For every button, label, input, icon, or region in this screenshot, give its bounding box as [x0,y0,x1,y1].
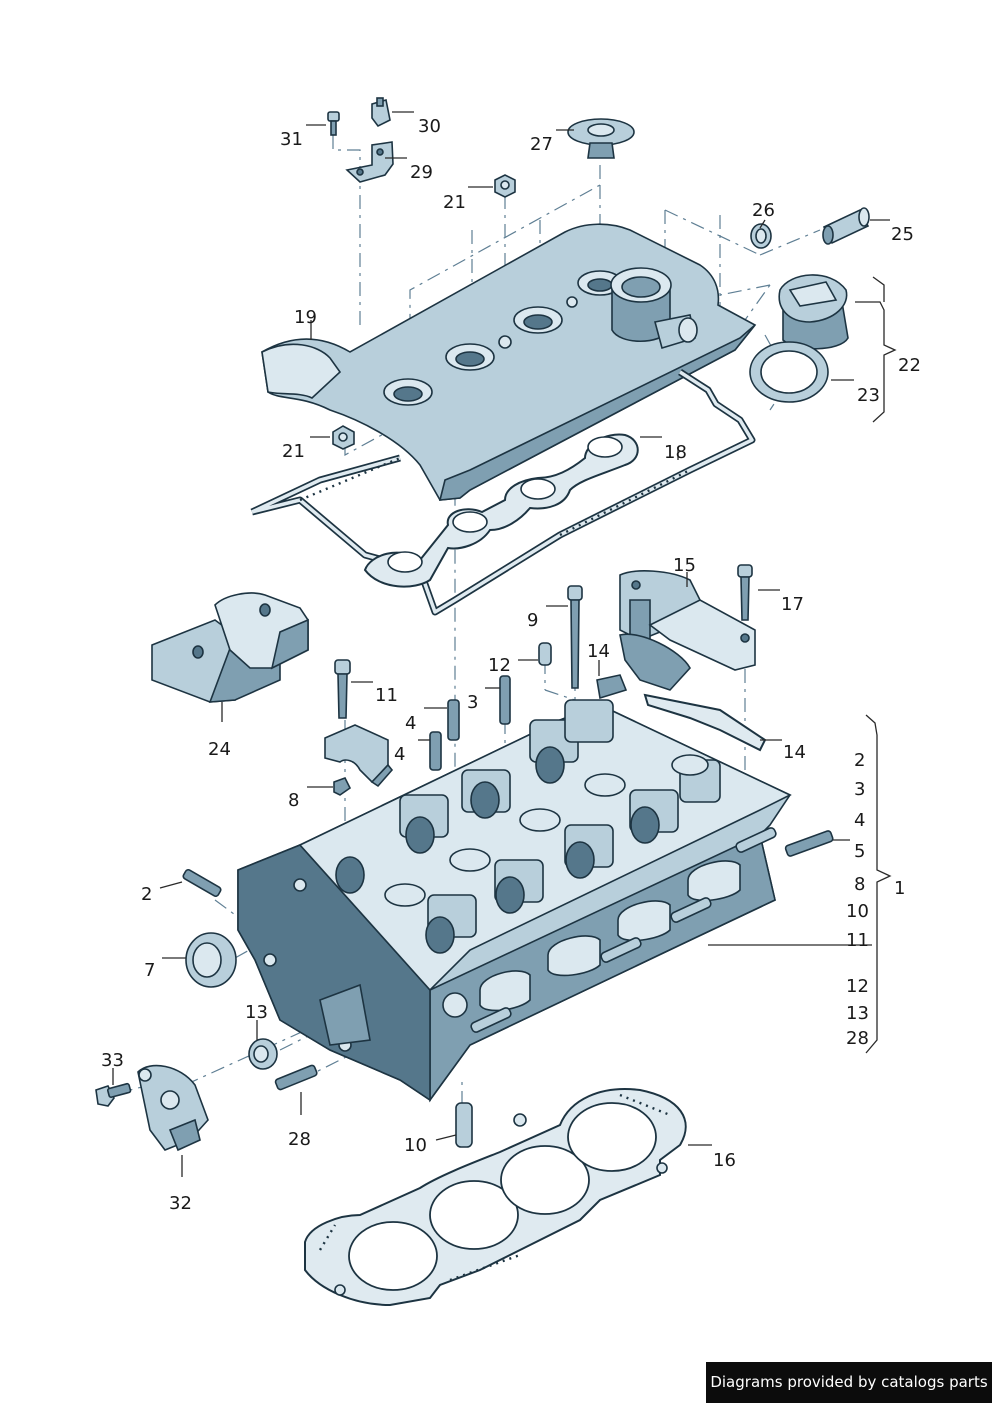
stud-3 [447,699,460,741]
seal-7 [185,932,237,988]
callout-21-lower: 21 [282,441,305,462]
bearing-cap-4 [324,724,394,788]
callout-28: 28 [288,1129,311,1150]
callout-12: 12 [488,655,511,676]
stud-5 [784,830,834,857]
bolt-33 [95,1082,132,1107]
callout-19: 19 [294,307,317,328]
group-item: 2 [854,750,865,771]
oring-26 [750,223,772,249]
callout-labels: 31 30 29 27 21 26 25 19 22 23 21 18 15 1… [101,116,921,1214]
callout-24: 24 [208,739,231,760]
group-item: 12 [846,976,869,997]
cylinder-head-cover [261,223,757,501]
key-14 [596,674,628,700]
callout-22: 22 [898,355,921,376]
callout-9: 9 [527,610,538,631]
nut-8 [333,777,352,796]
callout-31: 31 [280,129,303,150]
callout-14-gasket: 14 [783,742,806,763]
stud-4 [429,731,442,771]
callout-23: 23 [857,385,880,406]
callout-8: 8 [288,790,299,811]
credit-banner: Diagrams provided by catalogs parts [706,1362,992,1403]
callout-25: 25 [891,224,914,245]
callout-13: 13 [245,1002,268,1023]
callout-29: 29 [410,162,433,183]
stud-12 [499,675,511,725]
dowel-10 [455,1102,473,1148]
head-gasket [304,1088,687,1307]
exhaust-ports [470,827,777,1033]
group-item: 3 [854,779,865,800]
nut-21-top [494,174,516,198]
camshaft-bearing-24 [151,592,309,703]
sleeve-13 [248,1038,278,1070]
callout-11: 11 [375,685,398,706]
callout-26: 26 [752,200,775,221]
cap-27 [567,118,635,159]
callout-10: 10 [404,1135,427,1156]
clip-30 [371,97,391,128]
callout-30: 30 [418,116,441,137]
head-end-face [263,878,468,1052]
callout-16: 16 [713,1150,736,1171]
group-item: 11 [846,930,869,951]
group-item: 4 [854,810,865,831]
stud-28 [274,1064,318,1091]
callout-2: 2 [141,884,152,905]
group-1-items: 2 3 4 5 8 10 11 12 13 28 [846,750,869,1049]
stud-2 [182,868,222,898]
callout-21-top: 21 [443,192,466,213]
callout-33: 33 [101,1050,124,1071]
sender-15 [619,570,756,691]
group-item: 28 [846,1028,869,1049]
callout-15: 15 [673,555,696,576]
callout-1: 1 [894,878,905,899]
cylinder-head [237,699,792,1103]
callout-4-stud: 4 [405,713,416,734]
bolt-11 [334,659,351,719]
callout-18: 18 [664,442,687,463]
bolt-17 [737,564,753,621]
seal-23 [749,341,829,403]
callout-27: 27 [530,134,553,155]
callout-32: 32 [169,1193,192,1214]
callout-7: 7 [144,960,155,981]
bolt-31 [327,111,340,136]
group-item: 13 [846,1003,869,1024]
pin-12-small [538,642,552,666]
bolt-9 [567,585,583,689]
valve-cover-gasket [250,369,756,616]
hose-25 [822,207,870,245]
group-item: 10 [846,901,869,922]
leader-lines [112,111,897,1177]
tappet-bores [335,746,709,954]
callout-4-cap: 4 [394,744,405,765]
nut-21-lower [332,425,355,450]
oil-cap-22 [778,274,849,350]
callout-14-key: 14 [587,641,610,662]
oil-filler-neck [610,267,698,350]
bracket-29 [345,141,394,183]
group-item: 5 [854,841,865,862]
callout-3: 3 [467,692,478,713]
group-item: 8 [854,874,865,895]
sensor-32 [137,1064,209,1152]
callout-17: 17 [781,594,804,615]
gasket-14 [643,693,767,752]
